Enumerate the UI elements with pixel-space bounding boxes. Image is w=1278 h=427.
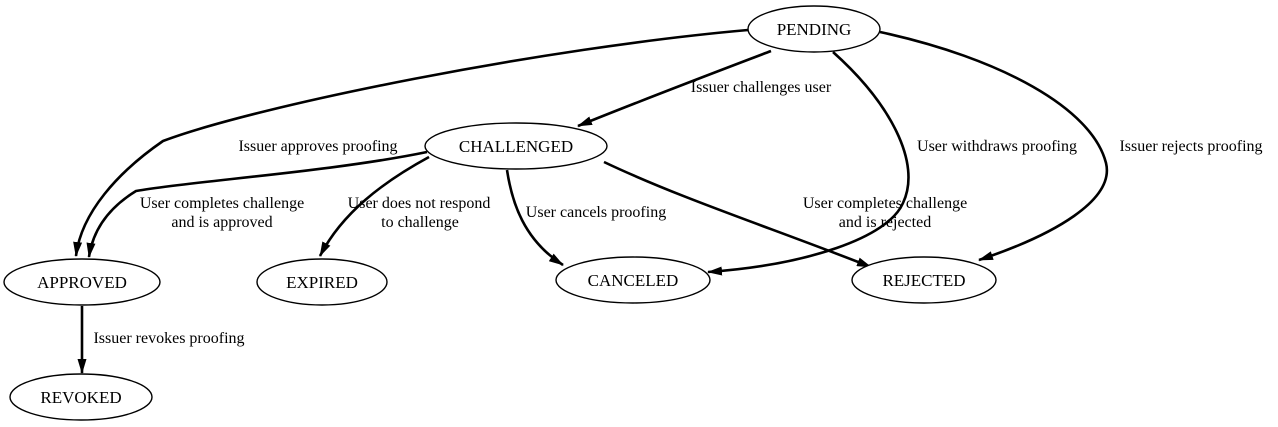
- state-node-challenged-shape: [424, 122, 608, 170]
- edge-challenged-to-rejected: [603, 160, 872, 269]
- edge-challenged-to-approved: [86, 150, 428, 258]
- edge-label-issuer-rejects-proofing: Issuer rejects proofing: [1119, 138, 1262, 155]
- state-node-expired-shape: [256, 258, 388, 306]
- state-node-pending-label: PENDING: [777, 20, 852, 39]
- state-node-rejected-shape: [851, 256, 997, 304]
- edge-label-user-completes-challenge-rejected-line1: User completes challenge: [803, 195, 967, 212]
- edge-label-user-completes-challenge-approved-line2: and is approved: [171, 214, 272, 231]
- state-node-canceled-shape: [555, 256, 711, 304]
- edge-label-user-does-not-respond-line1: User does not respond: [348, 195, 491, 212]
- state-node-challenged-label: CHALLENGED: [459, 137, 573, 156]
- edge-pending-to-approved: [73, 28, 749, 257]
- edge-label-user-does-not-respond-line2: to challenge: [381, 214, 459, 231]
- edge-label-user-cancels-proofing: User cancels proofing: [526, 204, 666, 221]
- edge-label-user-withdraws-proofing: User withdraws proofing: [917, 138, 1077, 155]
- edge-pending-to-canceled: [707, 51, 910, 276]
- state-node-pending-shape: [747, 5, 881, 53]
- state-node-revoked-shape: [9, 373, 153, 421]
- state-node-expired: EXPIRED: [256, 258, 388, 306]
- state-node-approved: APPROVED: [3, 258, 161, 306]
- state-node-challenged: CHALLENGED: [424, 122, 608, 170]
- state-node-canceled: CANCELED: [555, 256, 711, 304]
- state-node-approved-shape: [3, 258, 161, 306]
- edge-label-issuer-approves-proofing: Issuer approves proofing: [238, 138, 397, 155]
- edge-label-issuer-challenges-user: Issuer challenges user: [691, 79, 832, 96]
- edge-pending-to-challenged: [577, 49, 772, 128]
- edge-pending-to-rejected: [879, 30, 1109, 262]
- edge-label-user-completes-challenge-approved-line1: User completes challenge: [140, 195, 304, 212]
- state-node-rejected: REJECTED: [851, 256, 997, 304]
- state-node-revoked: REVOKED: [9, 373, 153, 421]
- state-node-revoked-label: REVOKED: [40, 388, 121, 407]
- state-node-expired-label: EXPIRED: [286, 273, 358, 292]
- state-node-pending: PENDING: [747, 5, 881, 53]
- state-node-rejected-label: REJECTED: [882, 271, 965, 290]
- state-node-approved-label: APPROVED: [37, 273, 127, 292]
- edge-label-issuer-revokes-proofing: Issuer revokes proofing: [93, 330, 244, 347]
- edge-label-user-completes-challenge-rejected-line2: and is rejected: [839, 214, 931, 231]
- edge-challenged-to-expired: [318, 155, 430, 257]
- state-node-canceled-label: CANCELED: [588, 271, 679, 290]
- edge-challenged-to-canceled: [505, 169, 564, 267]
